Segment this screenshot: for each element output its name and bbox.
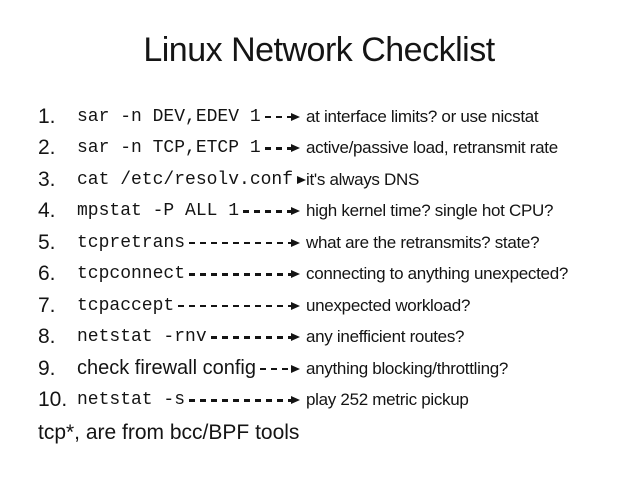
footer-note: tcp*, are from bcc/BPF tools <box>38 421 300 444</box>
checklist-row: 1. sar -n DEV,EDEV 1 at interface limits… <box>0 101 638 133</box>
item-command: tcpretrans <box>77 232 186 253</box>
item-description: what are the retransmits? state? <box>306 232 540 252</box>
checklist-row: 2. sar -n TCP,ETCP 1 active/passive load… <box>0 133 638 165</box>
dashed-arrow <box>210 333 300 342</box>
dashed-arrow <box>189 396 300 405</box>
checklist-row: 6. tcpconnect connecting to anything une… <box>0 259 638 291</box>
item-description: anything blocking/throttling? <box>306 358 509 378</box>
item-command: netstat -rnv <box>77 327 207 348</box>
item-command: netstat -s <box>77 390 186 411</box>
page-title: Linux Network Checklist <box>143 31 495 69</box>
item-command: sar -n DEV,EDEV 1 <box>77 106 261 127</box>
item-description: it's always DNS <box>306 169 420 189</box>
dashed-line <box>210 336 291 339</box>
item-number: 5. <box>38 230 56 254</box>
item-command: sar -n TCP,ETCP 1 <box>77 138 261 159</box>
arrow-right-icon <box>291 396 300 405</box>
dashed-arrow <box>189 270 300 279</box>
dashed-line <box>189 399 291 402</box>
item-number: 8. <box>38 325 56 349</box>
arrow-right-icon <box>291 238 300 247</box>
dashed-arrow <box>178 301 300 310</box>
item-description: active/passive load, retransmit rate <box>306 138 558 158</box>
dashed-arrow <box>264 112 300 121</box>
dashed-line <box>259 367 291 370</box>
item-number: 3. <box>38 167 56 191</box>
item-description: unexpected workload? <box>306 295 471 315</box>
item-number: 7. <box>38 293 56 317</box>
checklist-row: 8. netstat -rnv any inefficient routes? <box>0 322 638 354</box>
dashed-arrow <box>264 144 300 153</box>
item-command: cat /etc/resolv.conf <box>77 169 294 190</box>
dashed-line <box>178 304 291 307</box>
item-number: 2. <box>38 136 56 160</box>
dashed-line <box>189 241 291 244</box>
arrow-right-icon <box>291 207 300 216</box>
item-command: check firewall config <box>77 357 256 380</box>
item-description: any inefficient routes? <box>306 327 465 347</box>
checklist-row: 7. tcpaccept unexpected workload? <box>0 290 638 322</box>
checklist: 1. sar -n DEV,EDEV 1 at interface limits… <box>0 101 638 416</box>
arrow-right-icon <box>291 112 300 121</box>
item-number: 4. <box>38 199 56 223</box>
arrow-right-icon <box>291 301 300 310</box>
arrow-right-icon <box>291 333 300 342</box>
dashed-line <box>264 115 291 118</box>
dashed-line <box>189 273 291 276</box>
item-description: high kernel time? single hot CPU? <box>306 201 554 221</box>
item-number: 10. <box>38 388 68 412</box>
dashed-line <box>264 147 291 150</box>
item-description: at interface limits? or use nicstat <box>306 106 539 126</box>
dashed-arrow <box>243 207 300 216</box>
item-command: tcpaccept <box>77 295 175 316</box>
item-number: 1. <box>38 104 56 128</box>
arrow-right-icon <box>291 364 300 373</box>
checklist-row: 4. mpstat -P ALL 1 high kernel time? sin… <box>0 196 638 228</box>
item-number: 6. <box>38 262 56 286</box>
checklist-row: 9. check firewall config anything blocki… <box>0 353 638 385</box>
dashed-arrow <box>189 238 300 247</box>
item-number: 9. <box>38 356 56 380</box>
arrow-right-icon <box>297 175 307 184</box>
checklist-row: 3. cat /etc/resolv.conf it's always DNS <box>0 164 638 196</box>
item-description: connecting to anything unexpected? <box>306 264 569 284</box>
item-command: tcpconnect <box>77 264 186 285</box>
dashed-arrow <box>297 175 307 184</box>
dashed-arrow <box>259 364 300 373</box>
checklist-row: 10. netstat -s play 252 metric pickup <box>0 385 638 417</box>
checklist-row: 5. tcpretrans what are the retransmits? … <box>0 227 638 259</box>
dashed-line <box>243 210 291 213</box>
item-description: play 252 metric pickup <box>306 390 469 410</box>
arrow-right-icon <box>291 270 300 279</box>
arrow-right-icon <box>291 144 300 153</box>
item-command: mpstat -P ALL 1 <box>77 201 240 222</box>
